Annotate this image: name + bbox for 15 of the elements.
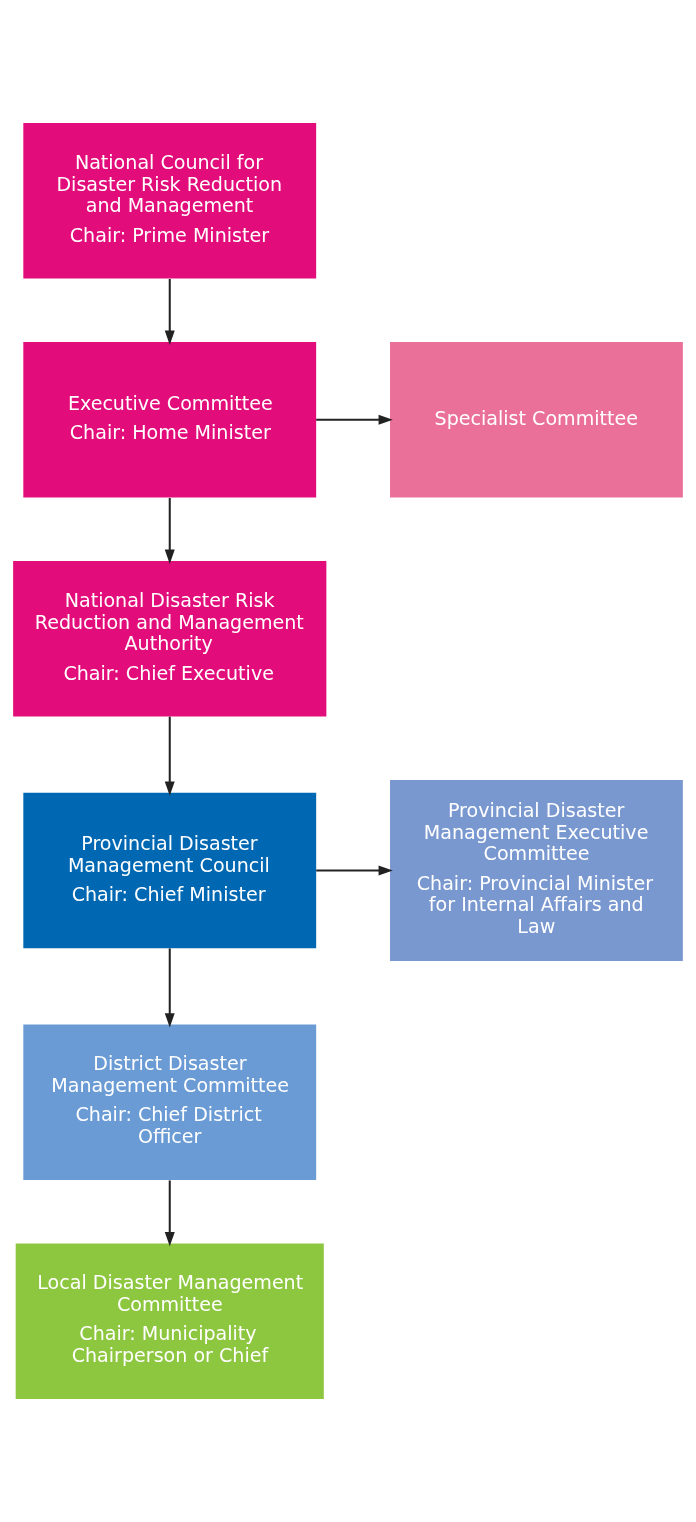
node-box: Executive Committee Chair: Home Minister <box>23 342 317 498</box>
node-box: Provincial Disaster Management Council Chair: Chief Minister <box>23 792 317 949</box>
arrow <box>164 278 175 345</box>
arrow <box>164 497 175 564</box>
node-box: National Council for Disaster Risk Reduction and Management Chair: Prime Minister <box>23 123 317 279</box>
node-box: Local Disaster Management Committee Chair: Municipality Chairperson or Chief <box>15 1243 324 1399</box>
arrow <box>316 414 393 425</box>
arrow <box>164 948 175 1028</box>
arrow <box>164 716 175 796</box>
arrow <box>164 1180 175 1247</box>
node-box: Provincial Disaster Management Executive Committee Chair: Provincial Minister for Internal Affairs and Law <box>390 780 683 961</box>
node-box: Specialist Committee <box>390 342 683 498</box>
node-box: District Disaster Management Committee Chair: Chief District Officer <box>23 1024 317 1180</box>
arrow <box>316 865 393 876</box>
node-box: National Disaster Risk Reduction and Management Authority Chair: Chief Executive <box>13 561 327 717</box>
